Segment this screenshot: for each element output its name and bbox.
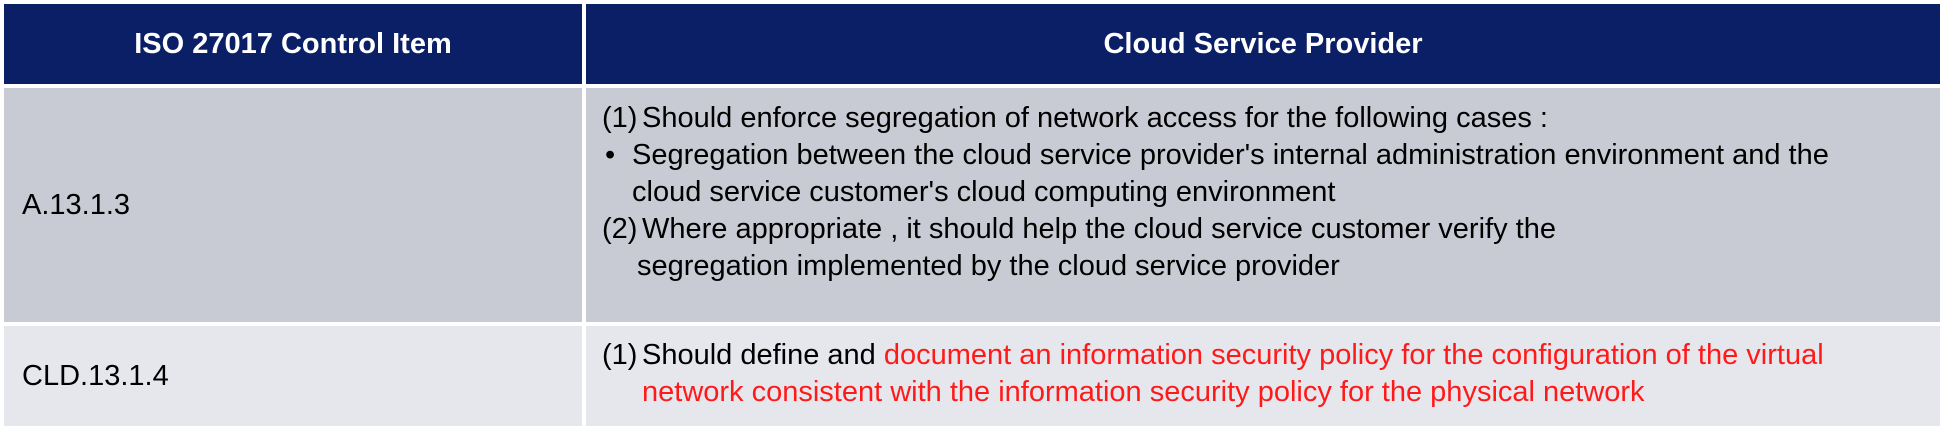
requirement-line: (1)Should define and document an informa…	[602, 337, 1920, 374]
bullet-text-continued: cloud service customer's cloud computing…	[632, 176, 1336, 208]
header-control-item-label: ISO 27017 Control Item	[134, 27, 452, 60]
requirement-continuation: segregation implemented by the cloud ser…	[602, 248, 1920, 285]
bullet-glyph: •	[605, 139, 616, 171]
table-row-2-control: CLD.13.1.4	[4, 326, 582, 426]
bullet-line: • Segregation between the cloud service p…	[602, 137, 1920, 174]
requirement-line: (2)Where appropriate , it should help th…	[602, 211, 1920, 248]
header-provider-label: Cloud Service Provider	[1103, 27, 1423, 60]
highlighted-text-continued: network consistent with the information …	[642, 376, 1645, 408]
requirement-text: Should define and	[642, 339, 884, 371]
bullet-continuation: cloud service customer's cloud computing…	[602, 174, 1920, 211]
requirement-text: Where appropriate , it should help the c…	[642, 213, 1556, 245]
requirement-text-continued: segregation implemented by the cloud ser…	[637, 250, 1340, 282]
control-id: CLD.13.1.4	[22, 359, 169, 392]
header-cloud-service-provider: Cloud Service Provider	[586, 4, 1940, 84]
table-row-1-provider: (1)Should enforce segregation of network…	[586, 88, 1940, 322]
requirement-continuation: network consistent with the information …	[602, 374, 1920, 411]
table-row-2-provider: (1)Should define and document an informa…	[586, 326, 1940, 426]
table-row-1-control: A.13.1.3	[4, 88, 582, 322]
control-id: A.13.1.3	[22, 188, 131, 221]
bullet-text: Segregation between the cloud service pr…	[632, 139, 1829, 171]
header-control-item: ISO 27017 Control Item	[4, 4, 582, 84]
item-number: (1)	[602, 102, 638, 134]
requirement-text: Should enforce segregation of network ac…	[642, 102, 1548, 134]
item-number: (2)	[602, 213, 638, 245]
highlighted-text: document an information security policy …	[883, 339, 1824, 371]
requirement-line: (1)Should enforce segregation of network…	[602, 100, 1920, 137]
item-number: (1)	[602, 339, 638, 371]
